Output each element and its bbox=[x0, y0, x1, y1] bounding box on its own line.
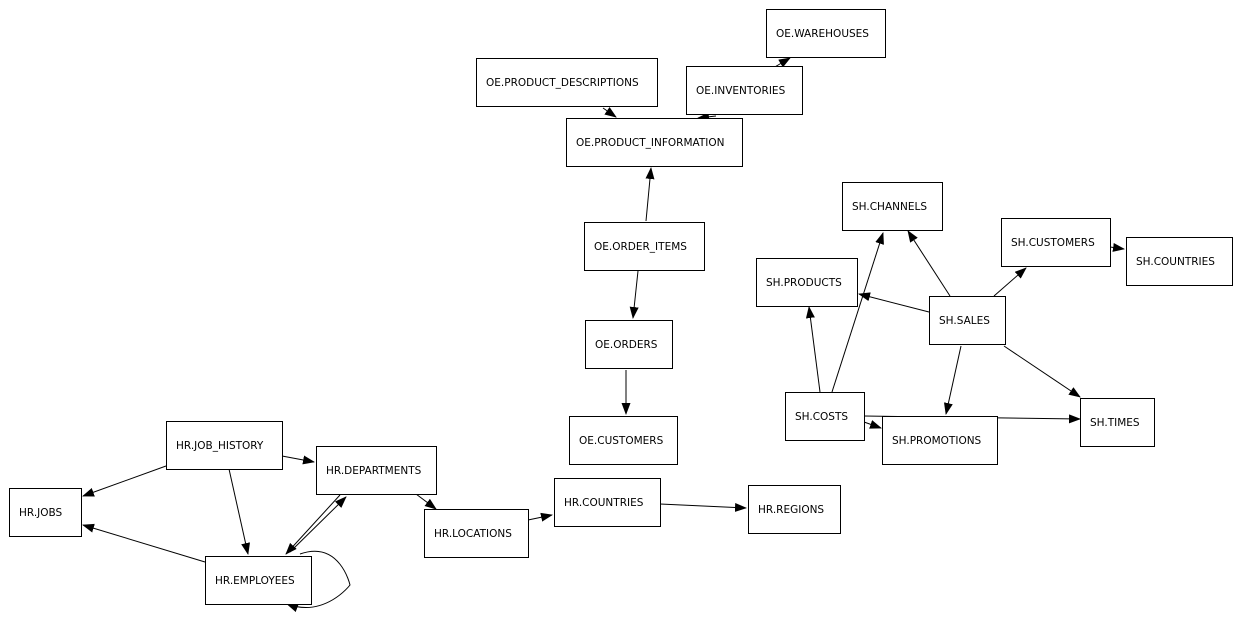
node-label: SH.PRODUCTS bbox=[766, 277, 842, 289]
node-label: OE.ORDER_ITEMS bbox=[594, 241, 687, 253]
node-label: SH.COUNTRIES bbox=[1136, 256, 1215, 268]
node-box bbox=[842, 182, 943, 231]
node-label: OE.ORDERS bbox=[595, 339, 658, 351]
node-oe-warehouses[interactable]: OE.WAREHOUSES bbox=[766, 9, 886, 58]
node-label: SH.CHANNELS bbox=[852, 201, 927, 213]
node-sh-sales[interactable]: SH.SALES bbox=[929, 296, 1006, 345]
node-box bbox=[756, 258, 858, 307]
edge-hr-departments-to-hr-locations bbox=[415, 493, 437, 510]
node-box bbox=[584, 222, 705, 271]
node-label: OE.CUSTOMERS bbox=[579, 435, 664, 447]
node-sh-costs[interactable]: SH.COSTS bbox=[785, 392, 865, 441]
node-hr-jobs[interactable]: HR.JOBS bbox=[9, 488, 82, 537]
node-label: HR.JOBS bbox=[19, 507, 63, 519]
edge-hr-countries-to-hr-regions bbox=[659, 502, 747, 512]
node-label: OE.WAREHOUSES bbox=[776, 28, 869, 40]
node-box bbox=[766, 9, 886, 58]
edge-hr-job-history-to-hr-jobs bbox=[82, 465, 167, 497]
node-box bbox=[1001, 218, 1111, 267]
node-oe-orders[interactable]: OE.ORDERS bbox=[585, 320, 673, 369]
node-box bbox=[9, 488, 82, 537]
node-box bbox=[554, 478, 661, 527]
node-hr-locations[interactable]: HR.LOCATIONS bbox=[424, 509, 529, 558]
node-label: SH.SALES bbox=[939, 315, 990, 327]
node-label: OE.PRODUCT_INFORMATION bbox=[576, 137, 725, 149]
node-oe-product-descriptions[interactable]: OE.PRODUCT_DESCRIPTIONS bbox=[476, 58, 658, 107]
node-sh-products[interactable]: SH.PRODUCTS bbox=[756, 258, 858, 307]
node-box bbox=[585, 320, 673, 369]
node-box bbox=[424, 509, 529, 558]
node-box bbox=[929, 296, 1006, 345]
edge-hr-employees-to-hr-employees bbox=[286, 550, 351, 613]
node-label: SH.PROMOTIONS bbox=[892, 435, 982, 447]
node-label: HR.DEPARTMENTS bbox=[326, 465, 422, 477]
node-box bbox=[882, 416, 998, 465]
node-label: HR.LOCATIONS bbox=[434, 528, 512, 540]
edges-layer bbox=[82, 57, 1125, 613]
node-hr-job-history[interactable]: HR.JOB_HISTORY bbox=[166, 421, 283, 470]
edge-sh-sales-to-sh-customers bbox=[993, 267, 1027, 297]
edge-hr-employees-to-hr-departments bbox=[289, 496, 347, 553]
node-box bbox=[566, 118, 743, 167]
edge-oe-order-items-to-oe-product-information bbox=[645, 167, 655, 222]
node-box bbox=[476, 58, 658, 107]
node-label: OE.INVENTORIES bbox=[696, 85, 786, 97]
node-sh-promotions[interactable]: SH.PROMOTIONS bbox=[882, 416, 998, 465]
node-hr-departments[interactable]: HR.DEPARTMENTS bbox=[316, 446, 437, 495]
edge-sh-sales-to-sh-products bbox=[858, 292, 930, 313]
node-label: OE.PRODUCT_DESCRIPTIONS bbox=[486, 77, 639, 89]
node-label: SH.COSTS bbox=[795, 411, 848, 423]
node-box bbox=[1080, 398, 1155, 447]
node-box bbox=[316, 446, 437, 495]
node-box bbox=[686, 66, 803, 115]
node-box bbox=[748, 485, 841, 534]
node-box bbox=[1126, 237, 1233, 286]
node-hr-employees[interactable]: HR.EMPLOYEES bbox=[205, 556, 312, 605]
edge-hr-departments-to-hr-employees bbox=[285, 494, 341, 555]
node-hr-countries[interactable]: HR.COUNTRIES bbox=[554, 478, 661, 527]
edge-sh-customers-to-sh-countries bbox=[1109, 242, 1125, 252]
edge-hr-job-history-to-hr-departments bbox=[281, 455, 315, 465]
node-box bbox=[205, 556, 312, 605]
edge-hr-locations-to-hr-countries bbox=[527, 512, 553, 522]
node-sh-countries[interactable]: SH.COUNTRIES bbox=[1126, 237, 1233, 286]
edge-oe-inventories-to-oe-product-information bbox=[697, 112, 717, 122]
node-label: HR.EMPLOYEES bbox=[215, 575, 295, 587]
edge-hr-employees-to-hr-jobs bbox=[82, 523, 206, 563]
node-sh-times[interactable]: SH.TIMES bbox=[1080, 398, 1155, 447]
edge-oe-product-descriptions-to-oe-product-information bbox=[602, 107, 617, 118]
node-sh-customers[interactable]: SH.CUSTOMERS bbox=[1001, 218, 1111, 267]
node-label: HR.REGIONS bbox=[758, 504, 824, 516]
edge-sh-costs-to-sh-channels bbox=[831, 232, 884, 393]
node-label: HR.JOB_HISTORY bbox=[176, 440, 264, 452]
node-hr-regions[interactable]: HR.REGIONS bbox=[748, 485, 841, 534]
edge-sh-costs-to-sh-promotions bbox=[863, 420, 882, 429]
node-box bbox=[166, 421, 283, 470]
node-oe-product-information[interactable]: OE.PRODUCT_INFORMATION bbox=[566, 118, 743, 167]
node-label: HR.COUNTRIES bbox=[564, 497, 644, 509]
edge-sh-sales-to-sh-channels bbox=[907, 230, 951, 297]
edge-sh-sales-to-sh-promotions bbox=[943, 345, 962, 415]
node-box bbox=[785, 392, 865, 441]
node-label: SH.TIMES bbox=[1090, 417, 1140, 429]
node-box bbox=[569, 416, 678, 465]
edge-oe-order-items-to-oe-orders bbox=[629, 270, 639, 319]
node-oe-customers[interactable]: OE.CUSTOMERS bbox=[569, 416, 678, 465]
edge-sh-sales-to-sh-times bbox=[1003, 345, 1081, 398]
node-oe-inventories[interactable]: OE.INVENTORIES bbox=[686, 66, 803, 115]
edge-hr-job-history-to-hr-employees bbox=[228, 468, 250, 555]
edge-sh-costs-to-sh-products bbox=[805, 306, 821, 393]
node-label: SH.CUSTOMERS bbox=[1011, 237, 1095, 249]
node-oe-order-items[interactable]: OE.ORDER_ITEMS bbox=[584, 222, 705, 271]
node-sh-channels[interactable]: SH.CHANNELS bbox=[842, 182, 943, 231]
nodes-layer: OE.WAREHOUSES OE.PRODUCT_DESCRIPTIONS OE.I… bbox=[9, 9, 1233, 605]
